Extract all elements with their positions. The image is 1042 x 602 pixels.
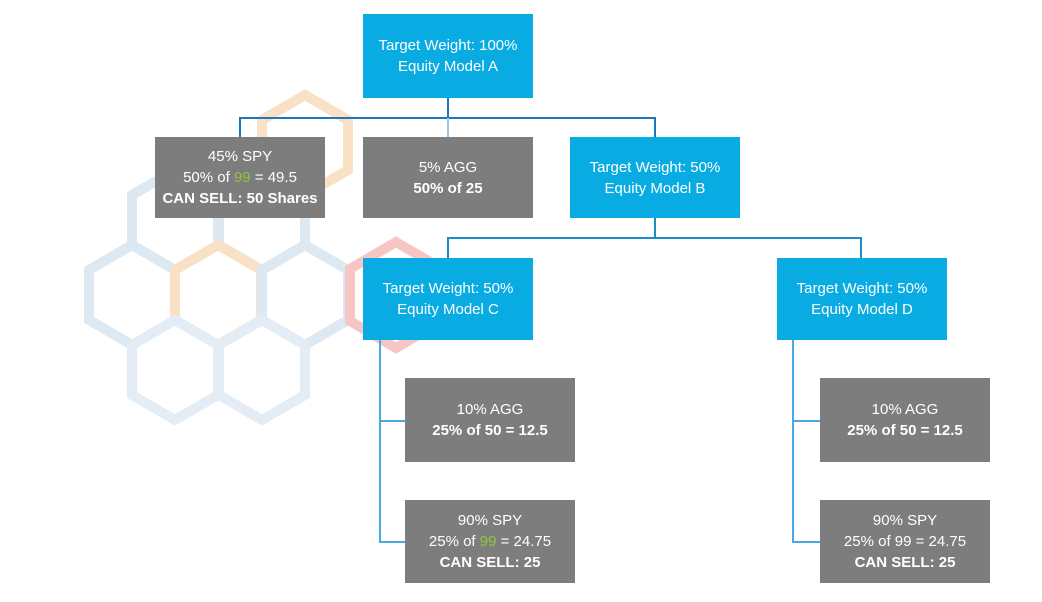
node-agg-5: 5% AGG 50% of 25 [363,137,533,218]
connector-d-hook [792,340,820,543]
node-line: 25% of 50 = 12.5 [432,422,548,439]
node-spy-90-model-d: 90% SPY 25% of 99 = 24.75 CAN SELL: 25 [820,500,990,583]
node-line: Target Weight: 100% [378,37,518,54]
node-line: 50% of 99 = 49.5 [183,169,297,186]
node-spy-45: 45% SPY 50% of 99 = 49.5 CAN SELL: 50 Sh… [155,137,325,218]
node-equity-model-b: Target Weight: 50% Equity Model B [570,137,740,218]
node-line: 45% SPY [207,148,273,165]
node-line: Equity Model D [811,301,913,318]
node-line-can-sell: CAN SELL: 50 Shares [162,190,318,207]
node-spy-90-model-c: 90% SPY 25% of 99 = 24.75 CAN SELL: 25 [405,500,575,583]
node-line: 5% AGG [418,158,478,176]
highlighted-share-count: 99 [479,533,497,550]
connector-b-rail [447,237,862,258]
node-line: Equity Model C [397,301,499,318]
node-line: Equity Model B [604,179,706,197]
node-line: 10% AGG [871,401,939,418]
node-line-can-sell: CAN SELL: 25 [439,554,541,571]
node-line: 25% of 50 = 12.5 [847,422,963,439]
node-equity-model-a: Target Weight: 100% Equity Model A [363,14,533,98]
node-line: Target Weight: 50% [796,280,928,297]
node-line: 90% SPY [872,512,938,529]
node-line: 50% of 25 [413,179,483,197]
node-line: 90% SPY [457,512,523,529]
node-agg-10-model-d: 10% AGG 25% of 50 = 12.5 [820,378,990,462]
node-line: Equity Model A [397,58,499,75]
node-agg-10-model-c: 10% AGG 25% of 50 = 12.5 [405,378,575,462]
highlighted-share-count: 99 [233,169,251,186]
node-line: 10% AGG [456,401,524,418]
node-line: Target Weight: 50% [382,280,514,297]
node-equity-model-c: Target Weight: 50% Equity Model C [363,258,533,340]
node-line-can-sell: CAN SELL: 25 [854,554,956,571]
node-line: Target Weight: 50% [589,158,721,176]
node-line: 25% of 99 = 24.75 [843,533,967,550]
connector-c-hook [379,340,405,543]
node-line: 25% of 99 = 24.75 [428,533,552,550]
node-equity-model-d: Target Weight: 50% Equity Model D [777,258,947,340]
hexagon [214,314,310,426]
